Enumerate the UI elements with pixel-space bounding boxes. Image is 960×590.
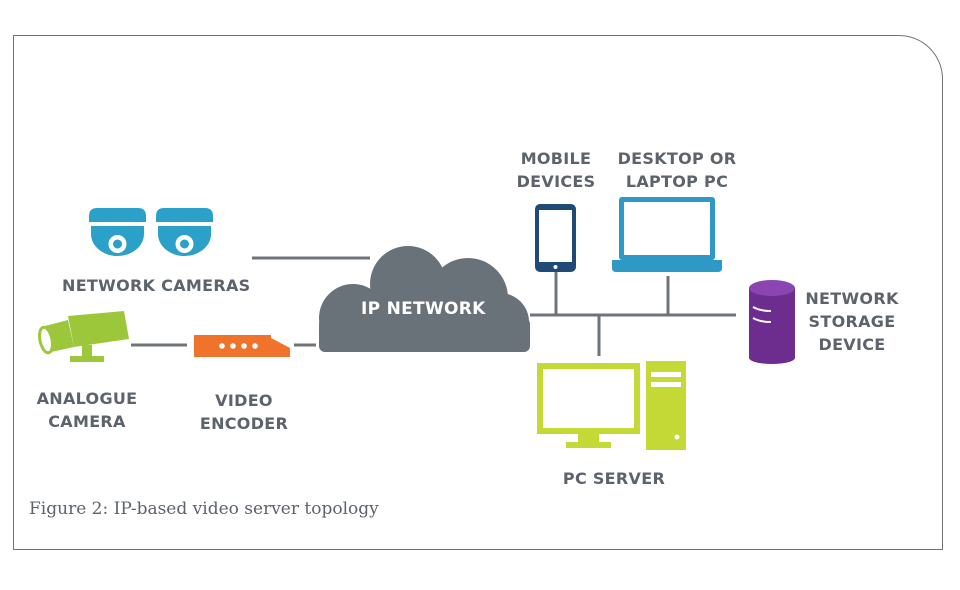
desktop-pc-icon (537, 361, 686, 450)
desktop-laptop-label: DESKTOP OR LAPTOP PC (614, 147, 740, 193)
analogue-camera-label-line2: CAMERA (48, 412, 126, 431)
pc-server-label: PC SERVER (562, 469, 666, 488)
connector-lines (131, 256, 736, 356)
dome-camera-icon (156, 208, 213, 256)
dome-camera-icon (89, 208, 146, 256)
video-encoder-label-line2: ENCODER (199, 414, 289, 433)
desktop-laptop-label-line2: LAPTOP PC (625, 172, 729, 191)
network-cameras-label: NETWORK CAMERAS (62, 276, 251, 295)
video-encoder-icon (194, 335, 290, 357)
analogue-camera-label-line1: ANALOGUE (36, 389, 138, 408)
ip-network-label: IP NETWORK (361, 299, 486, 319)
analogue-camera-icon (38, 311, 129, 362)
laptop-icon (612, 197, 722, 272)
mobile-phone-icon (535, 204, 576, 272)
storage-cylinder-icon (749, 280, 795, 364)
mobile-devices-label-line2: DEVICES (516, 172, 596, 191)
cloud-icon (319, 246, 530, 352)
network-storage-label-line2: STORAGE (808, 312, 896, 331)
network-storage-label: NETWORK STORAGE DEVICE (800, 287, 904, 356)
network-storage-label-line1: NETWORK (805, 289, 899, 308)
analogue-camera-label: ANALOGUE CAMERA (35, 387, 139, 433)
video-encoder-label: VIDEO ENCODER (196, 389, 292, 435)
mobile-devices-label-line1: MOBILE (520, 149, 592, 168)
figure-caption: Figure 2: IP-based video server topology (29, 499, 379, 519)
network-storage-label-line3: DEVICE (818, 335, 886, 354)
mobile-devices-label: MOBILE DEVICES (512, 147, 600, 193)
desktop-laptop-label-line1: DESKTOP OR (617, 149, 737, 168)
video-encoder-label-line1: VIDEO (215, 391, 273, 410)
